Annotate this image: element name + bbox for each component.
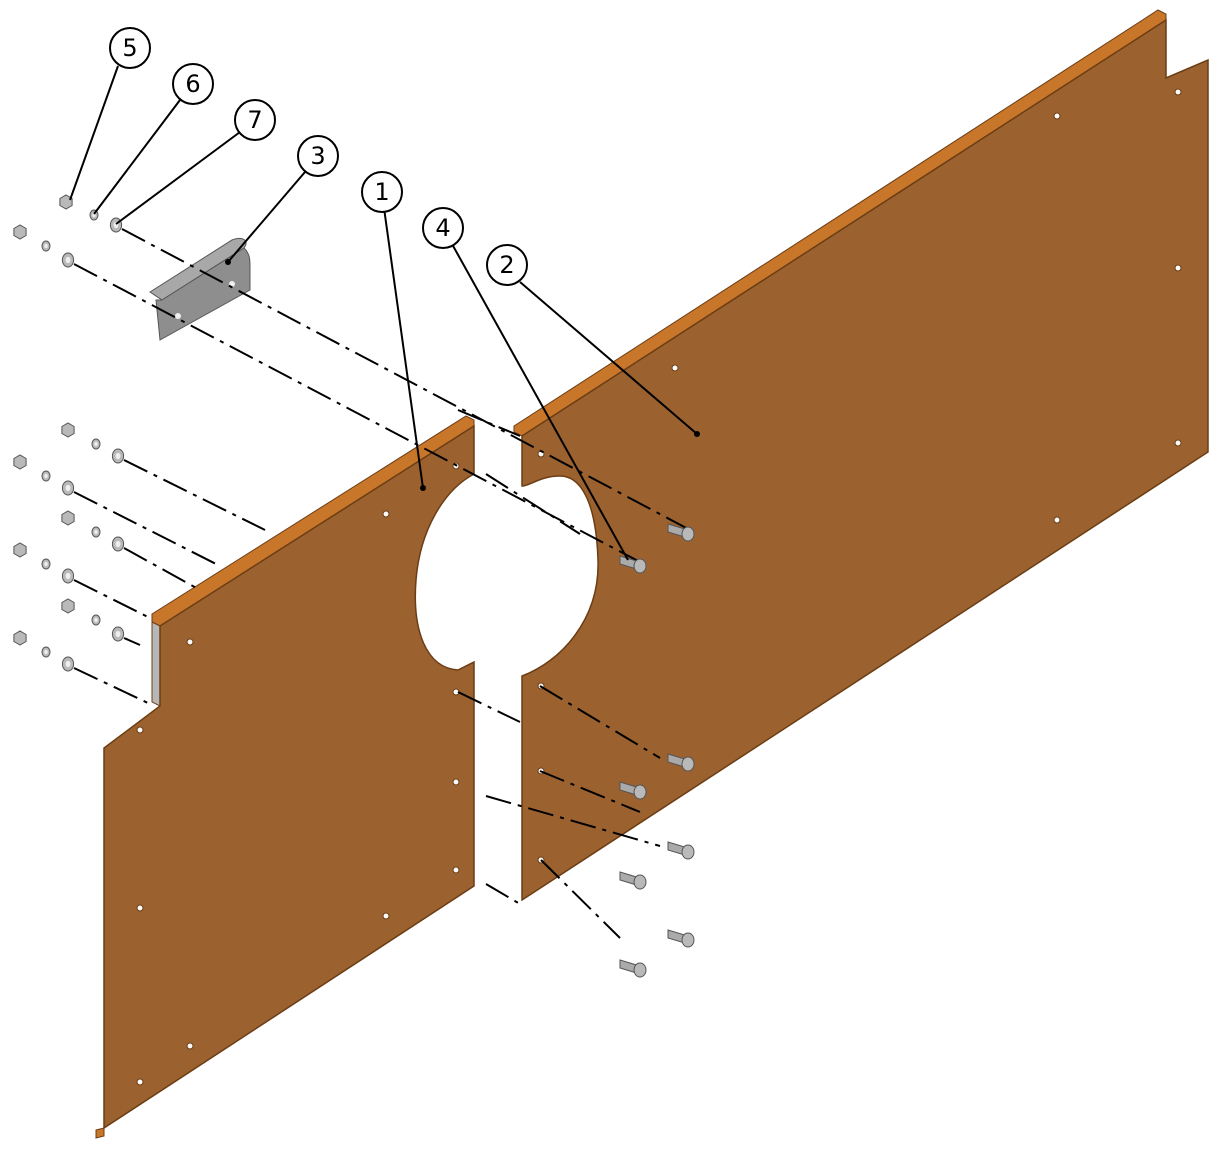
axis-line xyxy=(540,859,621,939)
lock-washer-hole xyxy=(44,473,48,479)
left-panel-hole xyxy=(186,638,194,646)
left-panel-hole xyxy=(452,778,460,786)
callout-leader-5 xyxy=(69,65,119,201)
screw xyxy=(619,959,647,978)
callout-dot xyxy=(694,431,700,437)
screw xyxy=(619,871,647,890)
lock-washer-hole xyxy=(44,243,48,249)
axis-line xyxy=(123,459,266,531)
axis-line xyxy=(539,685,661,759)
right-panel-hole xyxy=(1053,112,1061,120)
angle-bracket xyxy=(149,237,251,341)
callout-label: 1 xyxy=(374,178,389,206)
lock-washer-hole xyxy=(44,561,48,567)
left-panel-hole xyxy=(136,904,144,912)
callout-leader-4 xyxy=(451,243,629,561)
hex-nut xyxy=(13,630,27,646)
lock-washer-hole xyxy=(44,649,48,655)
hex-nut xyxy=(61,598,75,614)
axis-line xyxy=(73,491,221,567)
left-panel-hole xyxy=(136,726,144,734)
callout-bubble-5: 5 xyxy=(109,27,151,69)
right-panel-hole xyxy=(1174,88,1182,96)
axis-line xyxy=(539,770,641,813)
left-panel xyxy=(95,415,475,1139)
left-panel-side-lip xyxy=(151,621,161,707)
callout-leader-2 xyxy=(519,281,698,435)
callout-leader-1 xyxy=(383,207,424,489)
flat-washer-hole xyxy=(115,540,121,548)
left-panel-hole xyxy=(382,912,390,920)
axis-line xyxy=(485,795,661,847)
left-panel-hole xyxy=(136,1078,144,1086)
axis-line xyxy=(73,667,151,705)
right-panel-hole xyxy=(1174,439,1182,447)
hex-nut xyxy=(13,224,27,240)
flat-washer-hole xyxy=(65,660,71,668)
callout-bubble-2: 2 xyxy=(486,244,528,286)
axis-line xyxy=(123,547,201,591)
lock-washer-hole xyxy=(94,529,98,535)
callout-bubble-1: 1 xyxy=(361,171,403,213)
right-panel-hole xyxy=(671,364,679,372)
callout-leader-6 xyxy=(93,99,181,215)
callout-leader-7 xyxy=(115,131,241,225)
left-panel-hole xyxy=(186,1042,194,1050)
lock-washer-hole xyxy=(94,441,98,447)
hardware-group xyxy=(13,194,695,978)
axis-line xyxy=(485,883,521,905)
axis-line xyxy=(485,473,581,535)
callouts: 5 6 7 3 1 4 2 xyxy=(69,27,700,561)
flat-washer-hole xyxy=(115,452,121,460)
callout-label: 5 xyxy=(122,34,137,62)
callout-dot xyxy=(420,485,426,491)
callout-bubble-4: 4 xyxy=(422,207,464,249)
screw xyxy=(619,555,647,574)
right-panel xyxy=(513,9,1209,902)
flat-washer-hole xyxy=(65,256,71,264)
screw xyxy=(667,929,695,948)
fastener-axis-lines xyxy=(73,228,691,939)
axis-line xyxy=(121,228,691,531)
hex-nut xyxy=(59,194,73,210)
callout-label: 6 xyxy=(185,70,200,98)
right-panel-hole xyxy=(1053,516,1061,524)
callout-label: 2 xyxy=(499,251,514,279)
left-panel-bottom-lip xyxy=(95,1127,105,1139)
lock-washer-hole xyxy=(94,617,98,623)
axis-line xyxy=(73,579,151,619)
axis-line xyxy=(123,637,141,646)
screw xyxy=(667,523,695,542)
callout-bubble-3: 3 xyxy=(297,135,339,177)
axis-line xyxy=(73,263,641,563)
bracket-hole xyxy=(175,313,181,319)
left-panel-hole xyxy=(452,866,460,874)
hex-nut xyxy=(61,510,75,526)
right-panel-hole xyxy=(1174,264,1182,272)
callout-dot xyxy=(225,259,231,265)
hex-nut xyxy=(61,422,75,438)
callout-leader-3 xyxy=(227,171,306,263)
flat-washer-hole xyxy=(65,484,71,492)
callout-bubble-6: 6 xyxy=(172,63,214,105)
callout-bubble-7: 7 xyxy=(234,99,276,141)
left-panel-hole xyxy=(382,510,390,518)
axis-line xyxy=(457,691,521,723)
callout-label: 7 xyxy=(247,106,262,134)
screw xyxy=(667,753,695,772)
flat-washer-hole xyxy=(115,630,121,638)
screw xyxy=(667,841,695,860)
callout-label: 4 xyxy=(435,214,450,242)
flat-washer-hole xyxy=(65,572,71,580)
left-panel-face xyxy=(103,424,475,1130)
right-panel-face xyxy=(521,18,1209,902)
screw xyxy=(619,781,647,800)
axis-line xyxy=(457,409,521,437)
callout-label: 3 xyxy=(310,142,325,170)
hex-nut xyxy=(13,542,27,558)
hex-nut xyxy=(13,454,27,470)
